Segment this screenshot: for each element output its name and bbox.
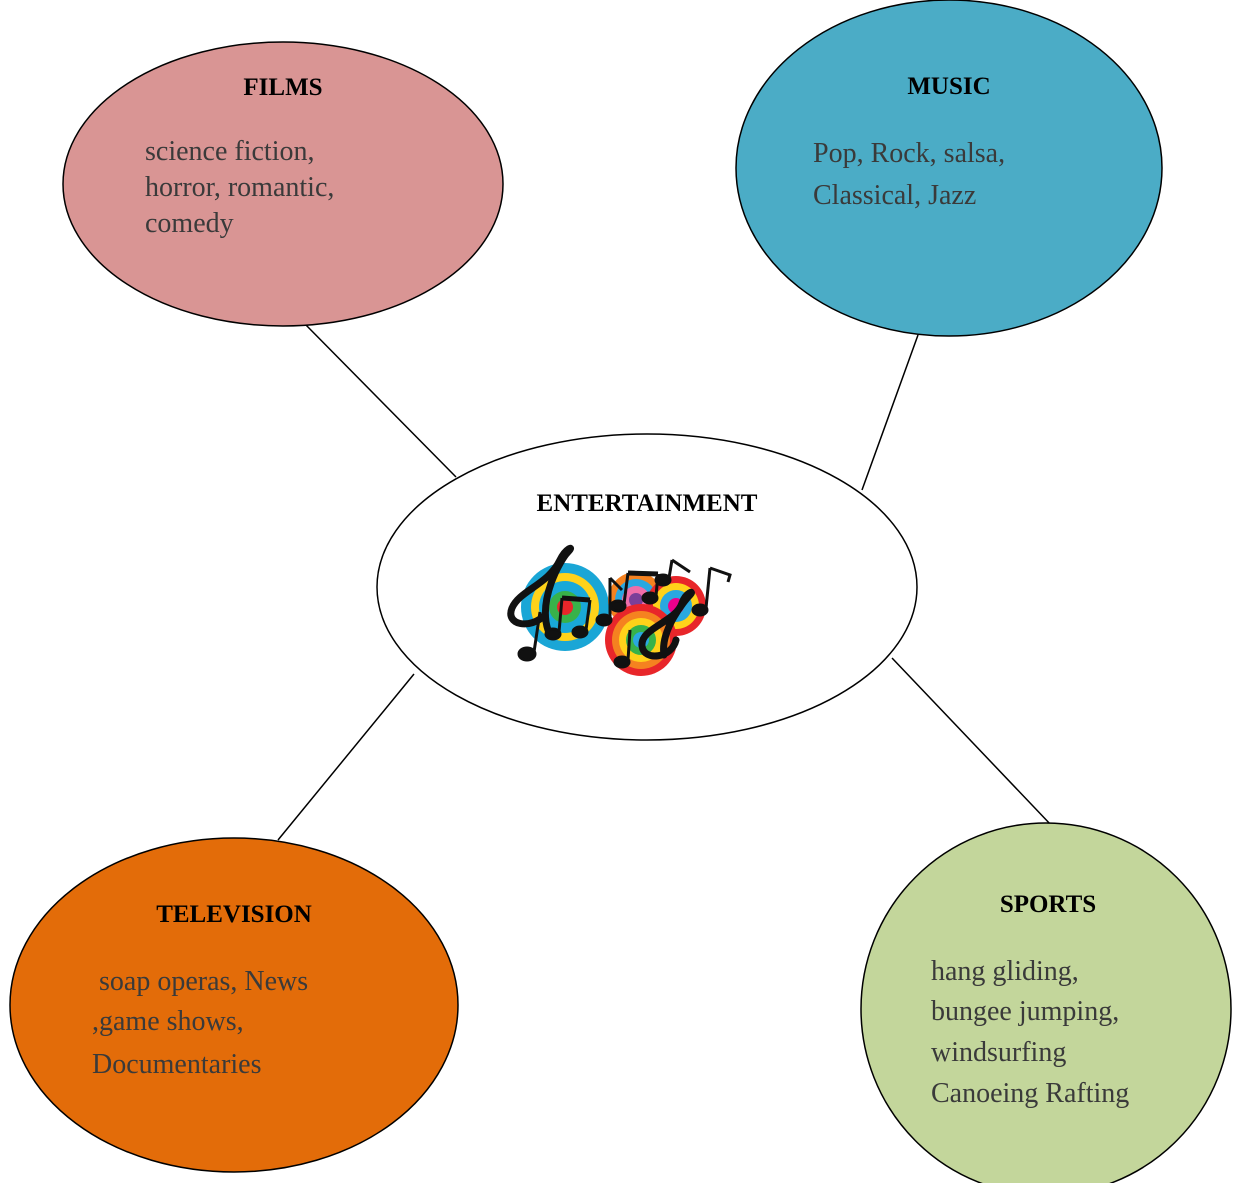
node-sports: SPORTS hang gliding, bungee jumping, win… xyxy=(860,822,1232,1183)
node-music: MUSIC Pop, Rock, salsa, Classical, Jazz xyxy=(735,0,1163,337)
television-items: soap operas, News ,game shows, Documenta… xyxy=(0,0,357,1080)
sports-item: bungee jumping, xyxy=(931,996,1119,1027)
connector-films xyxy=(302,321,457,478)
music-item: Classical, Jazz xyxy=(813,180,976,211)
connector-sports xyxy=(891,657,1053,827)
node-television: TELEVISION soap operas, News ,game shows… xyxy=(0,0,459,1173)
sports-item: Canoeing Rafting xyxy=(931,1078,1129,1109)
node-films: FILMS science fiction, horror, romantic,… xyxy=(62,41,504,327)
television-item: Documentaries xyxy=(92,1049,262,1080)
films-bubble xyxy=(62,41,504,327)
treble-clef-right xyxy=(638,589,695,660)
node-entertainment: ENTERTAINMENT xyxy=(376,433,918,741)
sports-item: windsurfing xyxy=(931,1037,1066,1068)
television-title: TELEVISION xyxy=(156,901,312,928)
rainbow-disc-left xyxy=(521,563,609,651)
music-title: MUSIC xyxy=(907,73,990,100)
music-notes xyxy=(517,558,732,669)
television-item: soap operas, News xyxy=(92,966,308,997)
sports-item: hang gliding, xyxy=(931,956,1079,987)
films-item: comedy xyxy=(145,208,234,239)
music-items: Pop, Rock, salsa, Classical, Jazz xyxy=(813,138,1012,211)
sports-title: SPORTS xyxy=(1000,891,1096,918)
entertainment-title: ENTERTAINMENT xyxy=(537,490,758,517)
treble-clef-left xyxy=(507,544,575,634)
films-items: science fiction, horror, romantic, comed… xyxy=(145,136,341,239)
television-bubble xyxy=(9,837,459,1173)
sports-items: hang gliding, bungee jumping, windsurfin… xyxy=(931,956,1129,1109)
music-notes-clipart xyxy=(507,544,732,676)
music-bubble xyxy=(735,0,1163,337)
films-title: FILMS xyxy=(243,74,322,101)
films-item: horror, romantic, xyxy=(145,172,334,203)
sports-bubble xyxy=(860,822,1232,1183)
music-item: Pop, Rock, salsa, xyxy=(813,138,1005,169)
connector-music xyxy=(861,334,919,491)
films-item: science fiction, xyxy=(145,136,314,167)
connector-television xyxy=(277,673,415,841)
television-item: ,game shows, xyxy=(92,1006,244,1037)
